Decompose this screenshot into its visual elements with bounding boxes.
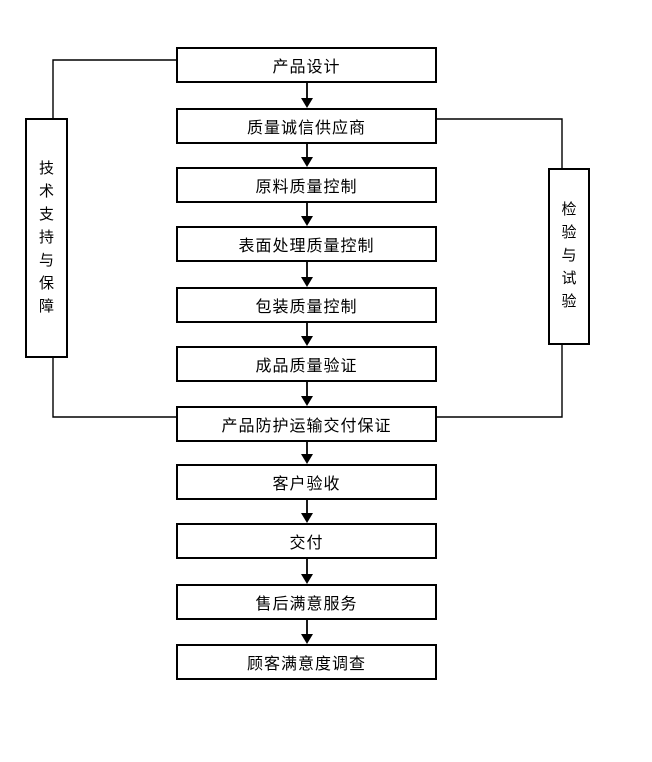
flow-arrow-6 [301, 382, 313, 406]
flow-step-delivery: 交付 [176, 523, 437, 559]
flow-arrow-10 [301, 620, 313, 644]
flow-arrow-4 [301, 262, 313, 287]
side-panel-technical-support-label: 技术支持与保障 [38, 160, 54, 315]
flow-step-packaging-quality-control: 包装质量控制 [176, 287, 437, 323]
flow-step-customer-satisfaction-survey: 顾客满意度调查 [176, 644, 437, 680]
arrow-head-icon [301, 157, 313, 167]
side-panel-inspection-testing-label: 检验与试验 [561, 202, 577, 310]
flow-step-quality-trusted-supplier: 质量诚信供应商 [176, 108, 437, 144]
flow-step-after-sales-satisfaction-service: 售后满意服务 [176, 584, 437, 620]
arrow-head-icon [301, 454, 313, 464]
flow-arrow-5 [301, 323, 313, 346]
flow-arrow-2 [301, 144, 313, 167]
side-panel-inspection-testing: 检验与试验 [548, 168, 590, 345]
flow-step-customer-acceptance: 客户验收 [176, 464, 437, 500]
arrow-head-icon [301, 574, 313, 584]
flow-arrow-1 [301, 83, 313, 108]
side-panel-technical-support: 技术支持与保障 [25, 118, 68, 358]
arrow-head-icon [301, 396, 313, 406]
flow-step-raw-material-quality-control: 原料质量控制 [176, 167, 437, 203]
left-rail-connector-bottom [52, 358, 176, 418]
arrow-head-icon [301, 336, 313, 346]
right-rail-connector-top [437, 118, 563, 168]
flow-step-product-protection-transport-delivery-guarantee: 产品防护运输交付保证 [176, 406, 437, 442]
flow-arrow-7 [301, 442, 313, 464]
arrow-head-icon [301, 634, 313, 644]
flow-step-product-design: 产品设计 [176, 47, 437, 83]
right-rail-connector-bottom [437, 345, 563, 418]
flow-arrow-3 [301, 203, 313, 226]
flow-step-surface-treatment-quality-control: 表面处理质量控制 [176, 226, 437, 262]
arrow-head-icon [301, 216, 313, 226]
flow-arrow-8 [301, 500, 313, 523]
arrow-head-icon [301, 98, 313, 108]
arrow-head-icon [301, 513, 313, 523]
left-rail-connector-top [52, 59, 176, 118]
arrow-head-icon [301, 277, 313, 287]
flow-arrow-9 [301, 559, 313, 584]
flow-step-finished-product-quality-verification: 成品质量验证 [176, 346, 437, 382]
